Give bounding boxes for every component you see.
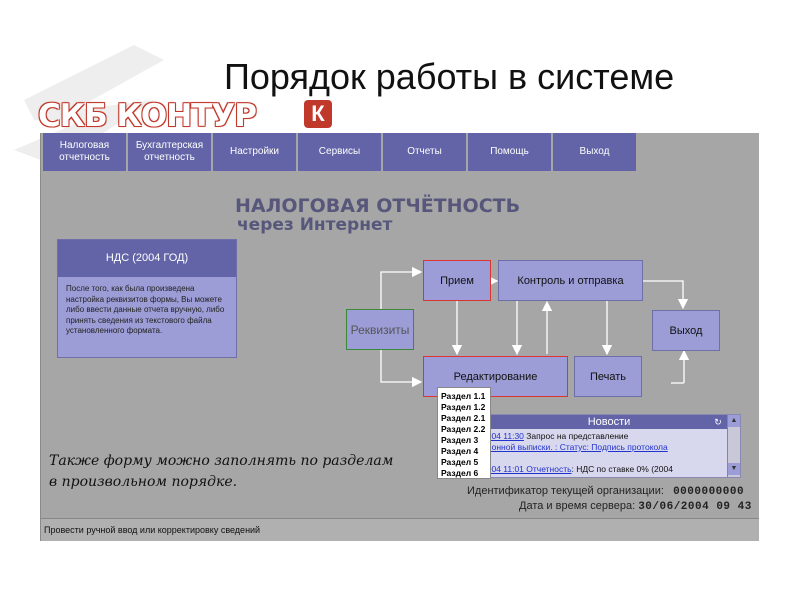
- slide-title: Порядок работы в системе: [224, 56, 675, 97]
- news-panel: Новости ↻ 2004 11:30 Запрос на представл…: [477, 414, 741, 478]
- news-item[interactable]: а: [482, 453, 736, 464]
- refresh-icon[interactable]: ↻: [714, 417, 722, 427]
- info-panel-title: НДС (2004 ГОД): [58, 240, 236, 277]
- menu-exit[interactable]: Выход: [553, 133, 638, 171]
- rekvizity-box[interactable]: Реквизиты: [346, 309, 414, 350]
- menu-services[interactable]: Сервисы: [298, 133, 383, 171]
- status-bar: Провести ручной ввод или корректировку с…: [41, 518, 759, 541]
- flow-arrows: [380, 266, 690, 388]
- news-item[interactable]: ционной выписки. : Статус: Подпись прото…: [482, 442, 668, 452]
- org-id-row: Идентификатор текущей организации: 00000…: [467, 485, 744, 498]
- section-item[interactable]: Раздел 1.1: [441, 391, 486, 401]
- menu-accounting-reporting[interactable]: Бухгалтерская отчетность: [128, 133, 213, 171]
- section-item[interactable]: Раздел 2.1: [441, 413, 486, 423]
- heading-line-1: НАЛОГОВАЯ ОТЧЁТНОСТЬ: [235, 195, 521, 217]
- info-panel-text: После того, как была произведена настрой…: [66, 284, 225, 335]
- page-heading: НАЛОГОВАЯ ОТЧЁТНОСТЬ через Интернет: [235, 197, 520, 235]
- news-title: Новости: [478, 415, 740, 429]
- menu-tax-reporting[interactable]: Налоговая отчетность: [43, 133, 128, 171]
- sections-dropdown[interactable]: Раздел 1.1 Раздел 1.2 Раздел 2.1 Раздел …: [437, 387, 491, 479]
- redaktirovanie-box[interactable]: Редактирование: [423, 356, 568, 397]
- server-time-value: 30/06/2004 09 43: [638, 501, 752, 513]
- skb-kontur-logo: СКБ КОНТУР: [38, 98, 257, 134]
- section-item[interactable]: Раздел 4: [441, 446, 479, 456]
- form-note: Также форму можно заполнять по разделам …: [49, 453, 394, 490]
- org-id-label: Идентификатор текущей организации:: [467, 485, 664, 497]
- pechat-box[interactable]: Печать: [574, 356, 642, 397]
- priem-box[interactable]: Прием: [423, 260, 491, 301]
- server-time-label: Дата и время сервера:: [519, 500, 636, 512]
- app-window: Налоговая отчетность Бухгалтерская отчет…: [40, 133, 759, 541]
- news-scrollbar[interactable]: ▲ ▼: [727, 415, 740, 477]
- news-item[interactable]: 2004 11:30 Запрос на представление: [482, 431, 629, 441]
- menu-settings[interactable]: Настройки: [213, 133, 298, 171]
- heading-line-2: через Интернет: [237, 215, 393, 235]
- news-list: 2004 11:30 Запрос на представление ционн…: [478, 429, 740, 477]
- vyhod-box[interactable]: Выход: [652, 310, 720, 351]
- section-item[interactable]: Раздел 1.2: [441, 402, 486, 412]
- section-item[interactable]: Раздел 5: [441, 457, 479, 467]
- section-item[interactable]: Раздел 2.2: [441, 424, 486, 434]
- org-id-value: 0000000000: [673, 486, 745, 498]
- section-item[interactable]: Раздел 3: [441, 435, 479, 445]
- logo-mark-icon: К: [304, 100, 332, 128]
- scroll-down-icon[interactable]: ▼: [728, 463, 740, 475]
- menu-reports[interactable]: Отчеты: [383, 133, 468, 171]
- main-menu: Налоговая отчетность Бухгалтерская отчет…: [43, 133, 638, 171]
- scroll-up-icon[interactable]: ▲: [728, 415, 740, 427]
- server-time-row: Дата и время сервера: 30/06/2004 09 43: [519, 500, 752, 513]
- menu-help[interactable]: Помощь: [468, 133, 553, 171]
- kontrol-box[interactable]: Контроль и отправка: [498, 260, 643, 301]
- news-item[interactable]: 2004 11:01 Отчетность: НДС по ставке 0% …: [482, 464, 673, 474]
- section-item[interactable]: Раздел 6: [441, 468, 479, 478]
- info-panel: НДС (2004 ГОД) После того, как была прои…: [57, 239, 237, 358]
